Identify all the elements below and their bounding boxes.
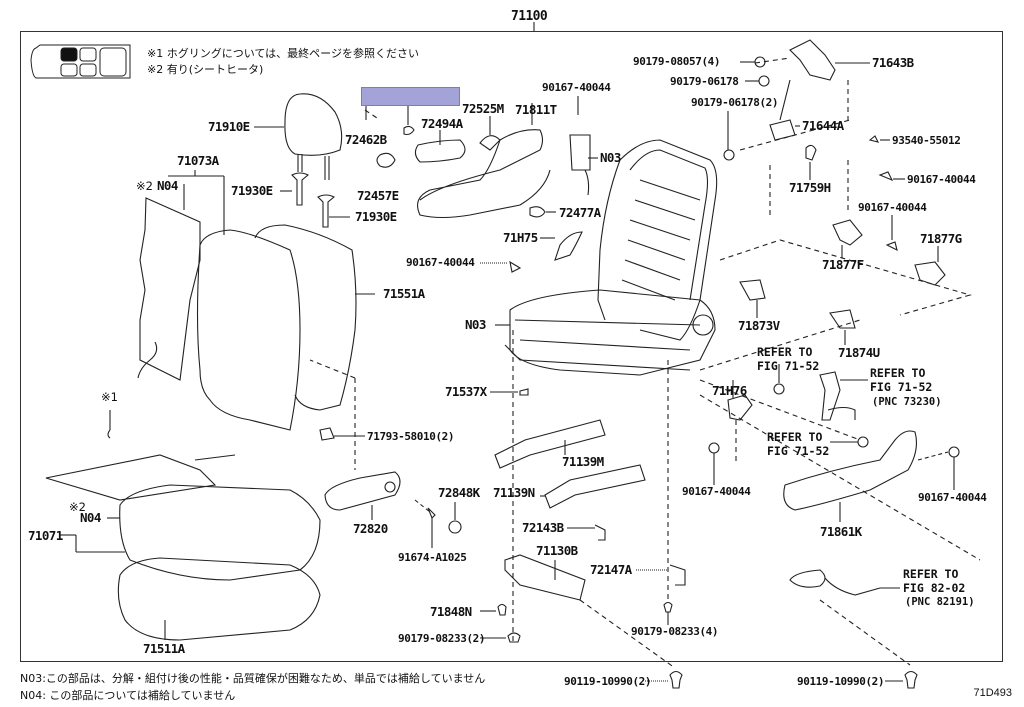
diagram-frame [20,31,1003,662]
part-label-72820[interactable]: 72820 [353,521,388,536]
seat-back-cover-drawing [254,224,357,411]
part-label-90179-08233-4[interactable]: 90179-08233(4) [631,625,719,638]
part-label-90167-40044-r1[interactable]: 90167-40044 [907,173,976,186]
part-label-71073A[interactable]: 71073A [177,153,219,168]
part-label-93540-55012[interactable]: 93540-55012 [892,134,961,147]
part-label-71537X[interactable]: 71537X [445,384,487,399]
diagram-id: 71D493 [973,687,1012,699]
part-label-90167-40044-r2[interactable]: 90167-40044 [858,201,927,214]
part-label-71139N[interactable]: 71139N [493,485,535,500]
part-label-71877F[interactable]: 71877F [822,257,864,272]
part-label-71759H[interactable]: 71759H [789,180,831,195]
part-label-71811T[interactable]: 71811T [515,102,557,117]
part-label-90179-06178-2[interactable]: 90179-06178(2) [691,96,779,109]
part-label-71874U[interactable]: 71874U [838,345,880,360]
legend-note-1: ※1 ホグリングについては、最終ページを参照ください [147,47,419,60]
part-label-71877G[interactable]: 71877G [920,231,962,246]
seat-back-pad-drawing [196,229,301,431]
part-label-90167-40044-mid[interactable]: 90167-40044 [406,256,475,269]
part-label-71511A[interactable]: 71511A [143,641,185,656]
part-label-71793-58010[interactable]: 71793-58010(2) [367,430,455,443]
part-label-71100[interactable]: 71100 [511,9,548,24]
recliner-lever-drawing [414,139,466,163]
rail-71139N-drawing [544,464,646,509]
cover-71759H-drawing [805,144,817,161]
refer-to-fig-71-52-a[interactable]: REFER TO FIG 71-52 [757,345,820,373]
heater-mat-cushion [45,454,217,501]
part-label-72143B[interactable]: 72143B [522,520,564,535]
part-label-72147A[interactable]: 72147A [590,562,632,577]
part-label-71H75[interactable]: 71H75 [503,230,538,245]
part-label-71644A[interactable]: 71644A [802,118,844,133]
part-label-71910E[interactable]: 71910E [208,119,250,134]
part-label-N04-top[interactable]: N04 [157,178,178,193]
footer-note-N03: N03:この部品は、分解・組付け後の性能・品質確保が困難なため、単品では補給して… [20,672,486,685]
part-label-71H76[interactable]: 71H76 [712,383,747,398]
rail-71139M-drawing [494,419,606,469]
part-label-71848N[interactable]: 71848N [430,604,472,619]
airbag-module-drawing [569,134,591,171]
refer-to-fig-71-52-c[interactable]: REFER TO FIG 71-52 [767,430,830,458]
pnc-73230: (PNC 73230) [872,396,942,408]
part-label-72477A[interactable]: 72477A [559,205,601,220]
armrest-72820-drawing [324,471,401,511]
part-label-90179-06178[interactable]: 90179-06178 [670,75,739,88]
side-shield-71861K-drawing [783,430,917,511]
part-label-72457E[interactable]: 72457E [357,188,399,203]
seatbelt-buckle-drawing [819,371,841,421]
part-label-N03-top[interactable]: N03 [600,150,621,165]
pnc-82191: (PNC 82191) [905,596,975,608]
part-label-72525M[interactable]: 72525M [462,101,504,116]
part-label-71861K[interactable]: 71861K [820,524,862,539]
part-label-71930E-a[interactable]: 71930E [231,183,273,198]
cover-71877F-drawing [832,219,863,246]
part-label-91674-A1025[interactable]: 91674-A1025 [398,551,467,564]
switch-71644A-drawing [769,119,796,141]
refer-to-fig-71-52-b[interactable]: REFER TO FIG 71-52 [870,366,933,394]
part-label-72494A[interactable]: 72494A [421,116,463,131]
part-label-N04-bottom[interactable]: N04 [80,510,101,525]
part-label-71930E-b[interactable]: 71930E [355,209,397,224]
seat-frame-drawing [504,139,718,376]
part-label-71139M[interactable]: 71139M [562,454,604,469]
headrest-drawing [284,93,343,180]
part-label-71551A[interactable]: 71551A [383,286,425,301]
part-label-90119-10990-a[interactable]: 90119-10990(2) [564,675,652,688]
recliner-cover-drawing [417,129,551,219]
part-label-90167-40044-r3[interactable]: 90167-40044 [682,485,751,498]
refer-to-fig-82-02[interactable]: REFER TO FIG 82-02 [903,567,966,595]
recliner-bracket-71643B-drawing [789,39,836,81]
seat-heater-marker-top: ※2 [136,179,153,193]
part-label-72462B[interactable]: 72462B [345,132,387,147]
part-label-71643B[interactable]: 71643B [872,55,914,70]
footer-note-N04: N04: この部品については補給していません [20,689,236,702]
armrest-cap-drawing [376,152,396,168]
part-label-71071[interactable]: 71071 [28,528,63,543]
part-label-90119-10990-b[interactable]: 90119-10990(2) [797,675,885,688]
cover-71H76-drawing [727,394,753,421]
legend-note-2: ※2 有り(シートヒータ) [147,63,264,76]
cover-71877G-drawing [914,261,946,286]
part-label-90179-08057[interactable]: 90179-08057(4) [633,55,721,68]
cover-71H75-drawing [554,231,583,261]
rail-71130B-drawing [504,554,586,601]
part-label-71873V[interactable]: 71873V [738,318,780,333]
part-label-90167-40044-r4[interactable]: 90167-40044 [918,491,987,504]
part-label-72848K[interactable]: 72848K [438,485,480,500]
part-label-90179-08233-2[interactable]: 90179-08233(2) [398,632,486,645]
part-label-N03-mid[interactable]: N03 [465,317,486,332]
seat-heater-marker-bottom: ※2 [69,500,86,514]
part-label-90167-40044-top[interactable]: 90167-40044 [542,81,611,94]
wire-harness-drawing [789,569,881,596]
headrest-guides [291,172,335,228]
seat-position-legend-icon [30,44,131,79]
highlight-box[interactable] [361,87,460,106]
seat-cushion-pad-drawing [117,557,321,641]
part-label-71130B[interactable]: 71130B [536,543,578,558]
seat-cushion-cover-drawing [119,484,321,581]
heater-mat-back [139,197,201,381]
hog-ring-marker: ※1 [101,390,118,404]
